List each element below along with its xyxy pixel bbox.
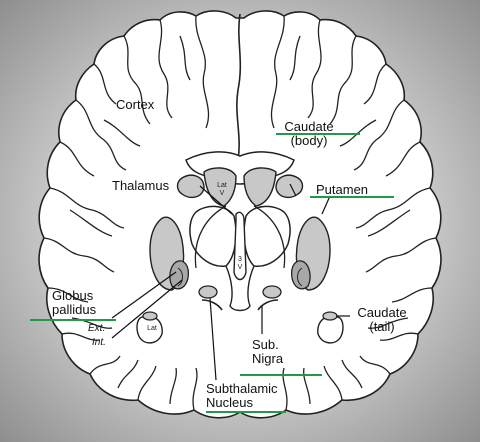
caudate-body-left <box>176 174 205 199</box>
label-subthalamic-line2: Nucleus <box>206 395 253 410</box>
leader-putamen <box>321 195 331 215</box>
leader-ext <box>111 271 177 319</box>
caudate-body-right <box>275 174 304 199</box>
label-third-v-line2: V <box>237 264 243 271</box>
left-sulci <box>43 15 210 411</box>
underline-caudate-body <box>276 133 360 135</box>
label-sub-nigra-line1: Sub. <box>252 337 279 352</box>
label-putamen: Putamen <box>316 182 369 197</box>
label-int: Int. <box>92 337 106 348</box>
label-lat-v-bottom: Lat <box>147 325 157 332</box>
leader-thalamus <box>199 185 233 215</box>
substantia-nigra-right <box>257 299 279 311</box>
underline-putamen <box>310 196 394 198</box>
label-sub-nigra-line2: Nigra <box>252 351 284 366</box>
label-globus-line1: Globus <box>52 288 94 303</box>
label-caudate-tail-line2: (tail) <box>369 319 395 334</box>
leader-subthalamic <box>209 297 217 381</box>
label-caudate-body-line1: Caudate <box>284 119 334 134</box>
caudate-tail-right <box>322 311 338 321</box>
internal-capsule-left <box>194 205 227 269</box>
subthalamic-nucleus-left <box>198 285 218 299</box>
label-thalamus: Thalamus <box>112 178 170 193</box>
underline-globus-pallidus <box>30 319 116 321</box>
substantia-nigra-left <box>201 299 223 311</box>
underline-subthalamic <box>206 411 286 413</box>
label-caudate-tail-line1: Caudate <box>357 305 407 320</box>
globus-pallidus-left <box>169 260 190 290</box>
subthalamic-nucleus-right <box>262 285 282 299</box>
underline-sub-nigra <box>240 374 322 376</box>
lateral-ventricle-right <box>243 167 277 207</box>
label-caudate-tail: Caudate (tail) <box>352 306 412 334</box>
label-subthalamic-nucleus: Subthalamic Nucleus <box>206 382 278 410</box>
globus-pallidus-right <box>290 260 311 290</box>
leader-caudate-body <box>289 183 297 197</box>
leader-lines <box>111 183 350 381</box>
caudate-tail-left <box>142 311 158 321</box>
label-caudate-body-line2: (body) <box>290 133 328 148</box>
gp-divider-right <box>297 267 303 287</box>
label-globus-pallidus: Globus pallidus <box>52 289 96 317</box>
longitudinal-fissure <box>236 13 242 161</box>
label-third-v-line1: 3 <box>238 256 242 263</box>
label-sub-nigra: Sub. Nigra <box>252 338 283 366</box>
right-sulci <box>270 15 437 411</box>
label-subthalamic-line1: Subthalamic <box>206 381 278 396</box>
midbrain <box>225 265 255 312</box>
label-ext: Ext. <box>88 323 106 334</box>
label-lat-v-top: Lat V <box>212 182 232 198</box>
label-caudate-body: Caudate (body) <box>278 120 340 148</box>
internal-capsule-right <box>253 205 286 269</box>
third-ventricle <box>233 211 247 281</box>
label-lat-v-top-line1: Lat <box>217 182 227 189</box>
gp-divider-left <box>177 267 183 287</box>
label-globus-line2: pallidus <box>52 302 97 317</box>
label-cortex: Cortex <box>116 97 155 112</box>
label-third-v: 3 V <box>234 256 246 272</box>
leader-int <box>111 279 183 339</box>
label-lat-v-top-line2: V <box>219 190 225 197</box>
